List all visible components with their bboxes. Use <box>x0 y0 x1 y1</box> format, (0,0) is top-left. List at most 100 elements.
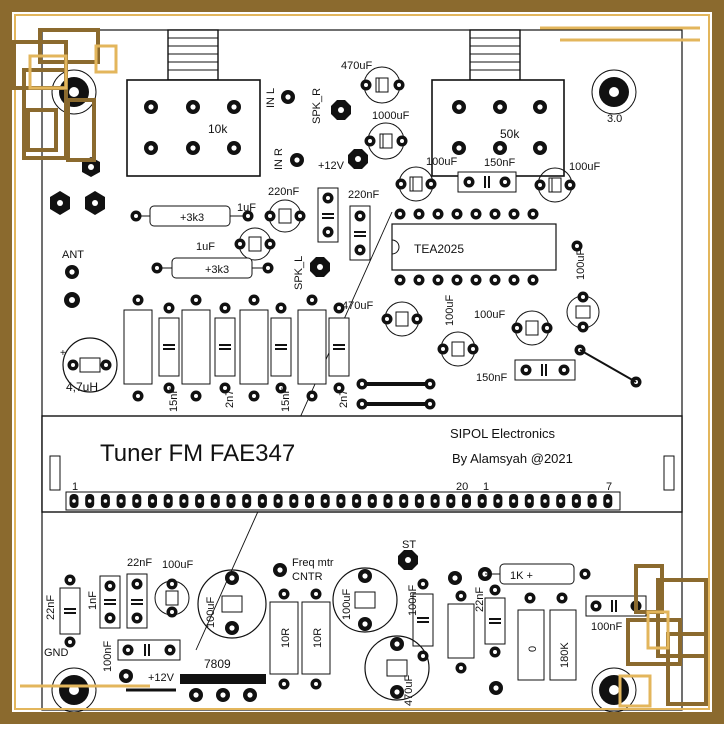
svg-text:4,7uH: 4,7uH <box>66 380 98 394</box>
cap-100uF-big[interactable]: 100uF <box>197 569 267 639</box>
cap-470uF-top[interactable]: 470uF <box>341 60 405 104</box>
power-pads[interactable] <box>50 157 105 215</box>
svg-text:180K: 180K <box>559 642 571 668</box>
svg-text:GND: GND <box>44 647 69 659</box>
filter-bank[interactable] <box>123 309 350 385</box>
cap-100nF-b[interactable]: 100nF <box>407 578 434 662</box>
svg-text:1: 1 <box>483 481 489 493</box>
tuner-module[interactable]: Tuner FM FAE347 SIPOL Electronics By Ala… <box>41 415 683 513</box>
plus12v-bottom-pad[interactable]: +12V <box>119 669 176 692</box>
svg-text:100uF: 100uF <box>426 156 457 168</box>
cap-220nF-a[interactable]: 220nF <box>264 186 306 233</box>
cap-100uF-a[interactable]: 100uF <box>395 156 458 202</box>
cap-220nF-vertical[interactable] <box>317 187 339 243</box>
svg-text:ST: ST <box>402 539 416 551</box>
svg-text:470uF: 470uF <box>403 675 415 706</box>
header-pin-hole <box>606 499 610 503</box>
cap-220nF-b[interactable]: 220nF <box>348 189 379 261</box>
cap-100uF-right[interactable]: 100uF <box>474 309 553 346</box>
header-pin-hole <box>574 499 579 503</box>
cap-2n7-a-label: 2n7 <box>224 390 236 408</box>
header-pin-hole <box>103 499 108 503</box>
svg-text:100nF: 100nF <box>407 585 419 616</box>
svg-text:10R: 10R <box>312 628 324 648</box>
header-pin-hole <box>87 499 92 503</box>
module-brand: SIPOL Electronics <box>450 426 556 441</box>
cap-100uF-vertical[interactable]: 100uF <box>566 249 600 333</box>
cap-1uF-b[interactable]: 1uF <box>196 227 276 261</box>
antenna-pad[interactable]: ANT <box>62 249 84 308</box>
header-pin-hole <box>135 499 139 503</box>
cap-470uF-mid[interactable]: 470uF <box>342 300 423 337</box>
header-pin-hole <box>166 499 170 503</box>
header-pin-hole <box>229 499 233 503</box>
svg-text:100nF: 100nF <box>102 641 114 672</box>
cap-1nF[interactable]: 1nF <box>87 575 121 629</box>
header-pin-hole <box>527 499 532 503</box>
cap-100uF-bottom-mid[interactable]: 100uF <box>332 567 398 633</box>
header-pin-hole <box>496 499 500 503</box>
res-10R-b[interactable]: 10R <box>301 588 331 690</box>
cap-100uF-b[interactable]: 100uF <box>534 161 601 203</box>
cap-100uF-bottom[interactable]: 100uF <box>154 559 193 618</box>
res-zero[interactable]: 0 <box>517 592 545 681</box>
svg-text:+3k3: +3k3 <box>205 264 229 276</box>
header-pin-hole <box>354 499 359 503</box>
cap-150nF-b[interactable]: 150nF <box>476 359 576 384</box>
ic-tea2025[interactable]: TEA2025 <box>391 208 557 286</box>
res-180K[interactable]: 180K <box>549 592 577 681</box>
cap-1uF-a-label: 1uF <box>237 202 256 214</box>
header-pin-hole <box>386 499 390 503</box>
svg-text:1000uF: 1000uF <box>372 110 410 122</box>
pot-left[interactable]: 10k <box>126 29 261 177</box>
header-pin-hole <box>276 499 280 503</box>
ic-label: TEA2025 <box>414 242 464 256</box>
pot-right-value: 50k <box>500 127 520 141</box>
svg-text:100uF: 100uF <box>575 249 587 280</box>
inductor-4-7uH[interactable]: + 4,7uH <box>60 337 118 394</box>
res-3k3-b[interactable]: +3k3 <box>151 257 274 279</box>
res-1K[interactable]: 1K + <box>485 563 591 585</box>
svg-text:22nF: 22nF <box>127 557 152 569</box>
svg-text:470uF: 470uF <box>342 300 373 312</box>
cap-15nF-b-label: 15nF <box>280 387 292 412</box>
svg-text:1uF: 1uF <box>196 241 215 253</box>
cap-22nF-b[interactable]: 22nF <box>126 557 152 629</box>
cap-22nF-c[interactable]: 22nF <box>474 584 506 658</box>
header-pin-hole <box>260 499 265 503</box>
svg-text:1nF: 1nF <box>87 591 99 610</box>
pot-right[interactable]: 50k <box>431 29 565 177</box>
gnd-pad[interactable]: GND <box>44 647 69 659</box>
svg-text:0: 0 <box>527 646 539 652</box>
mount-hole-top-right: 3.0 <box>591 69 637 125</box>
cap-100nF-c[interactable]: 100nF <box>585 595 647 633</box>
cap-1000uF[interactable]: 1000uF <box>364 110 410 160</box>
svg-text:100uF: 100uF <box>341 589 353 620</box>
cap-150nF-a[interactable]: 150nF <box>457 157 517 193</box>
cap-470uF-bottom[interactable]: 470uF <box>364 635 430 706</box>
res-10R-a[interactable]: 10R <box>269 588 299 690</box>
header-pins <box>69 494 613 508</box>
pot-left-value: 10k <box>208 122 228 136</box>
header-pin-hole <box>590 499 594 503</box>
spk-r-label: SPK_R <box>311 88 323 124</box>
svg-text:220nF: 220nF <box>348 189 379 201</box>
header-pin-hole <box>433 499 437 503</box>
cap-100uF-mid[interactable]: 100uF <box>437 295 479 367</box>
in-r-label: IN R <box>273 148 285 170</box>
svg-text:470uF: 470uF <box>341 60 372 72</box>
regulator-7809[interactable]: 7809 <box>180 657 266 702</box>
freq-meter-pad[interactable]: Freq mtr CNTR <box>273 557 334 583</box>
st-pad[interactable]: ST <box>398 539 418 570</box>
header-pin-hole <box>543 499 547 503</box>
cap-100nF-a[interactable]: 100nF <box>102 639 181 672</box>
header-pin-hole <box>213 499 218 503</box>
header-pin-hole <box>150 499 155 503</box>
svg-text:ANT: ANT <box>62 249 84 261</box>
res-3k3-a[interactable]: +3k3 <box>130 205 254 227</box>
svg-text:7: 7 <box>606 481 612 493</box>
svg-text:20: 20 <box>456 481 468 493</box>
svg-text:100nF: 100nF <box>591 621 622 633</box>
cap-22nF-a[interactable]: 22nF <box>45 574 81 648</box>
